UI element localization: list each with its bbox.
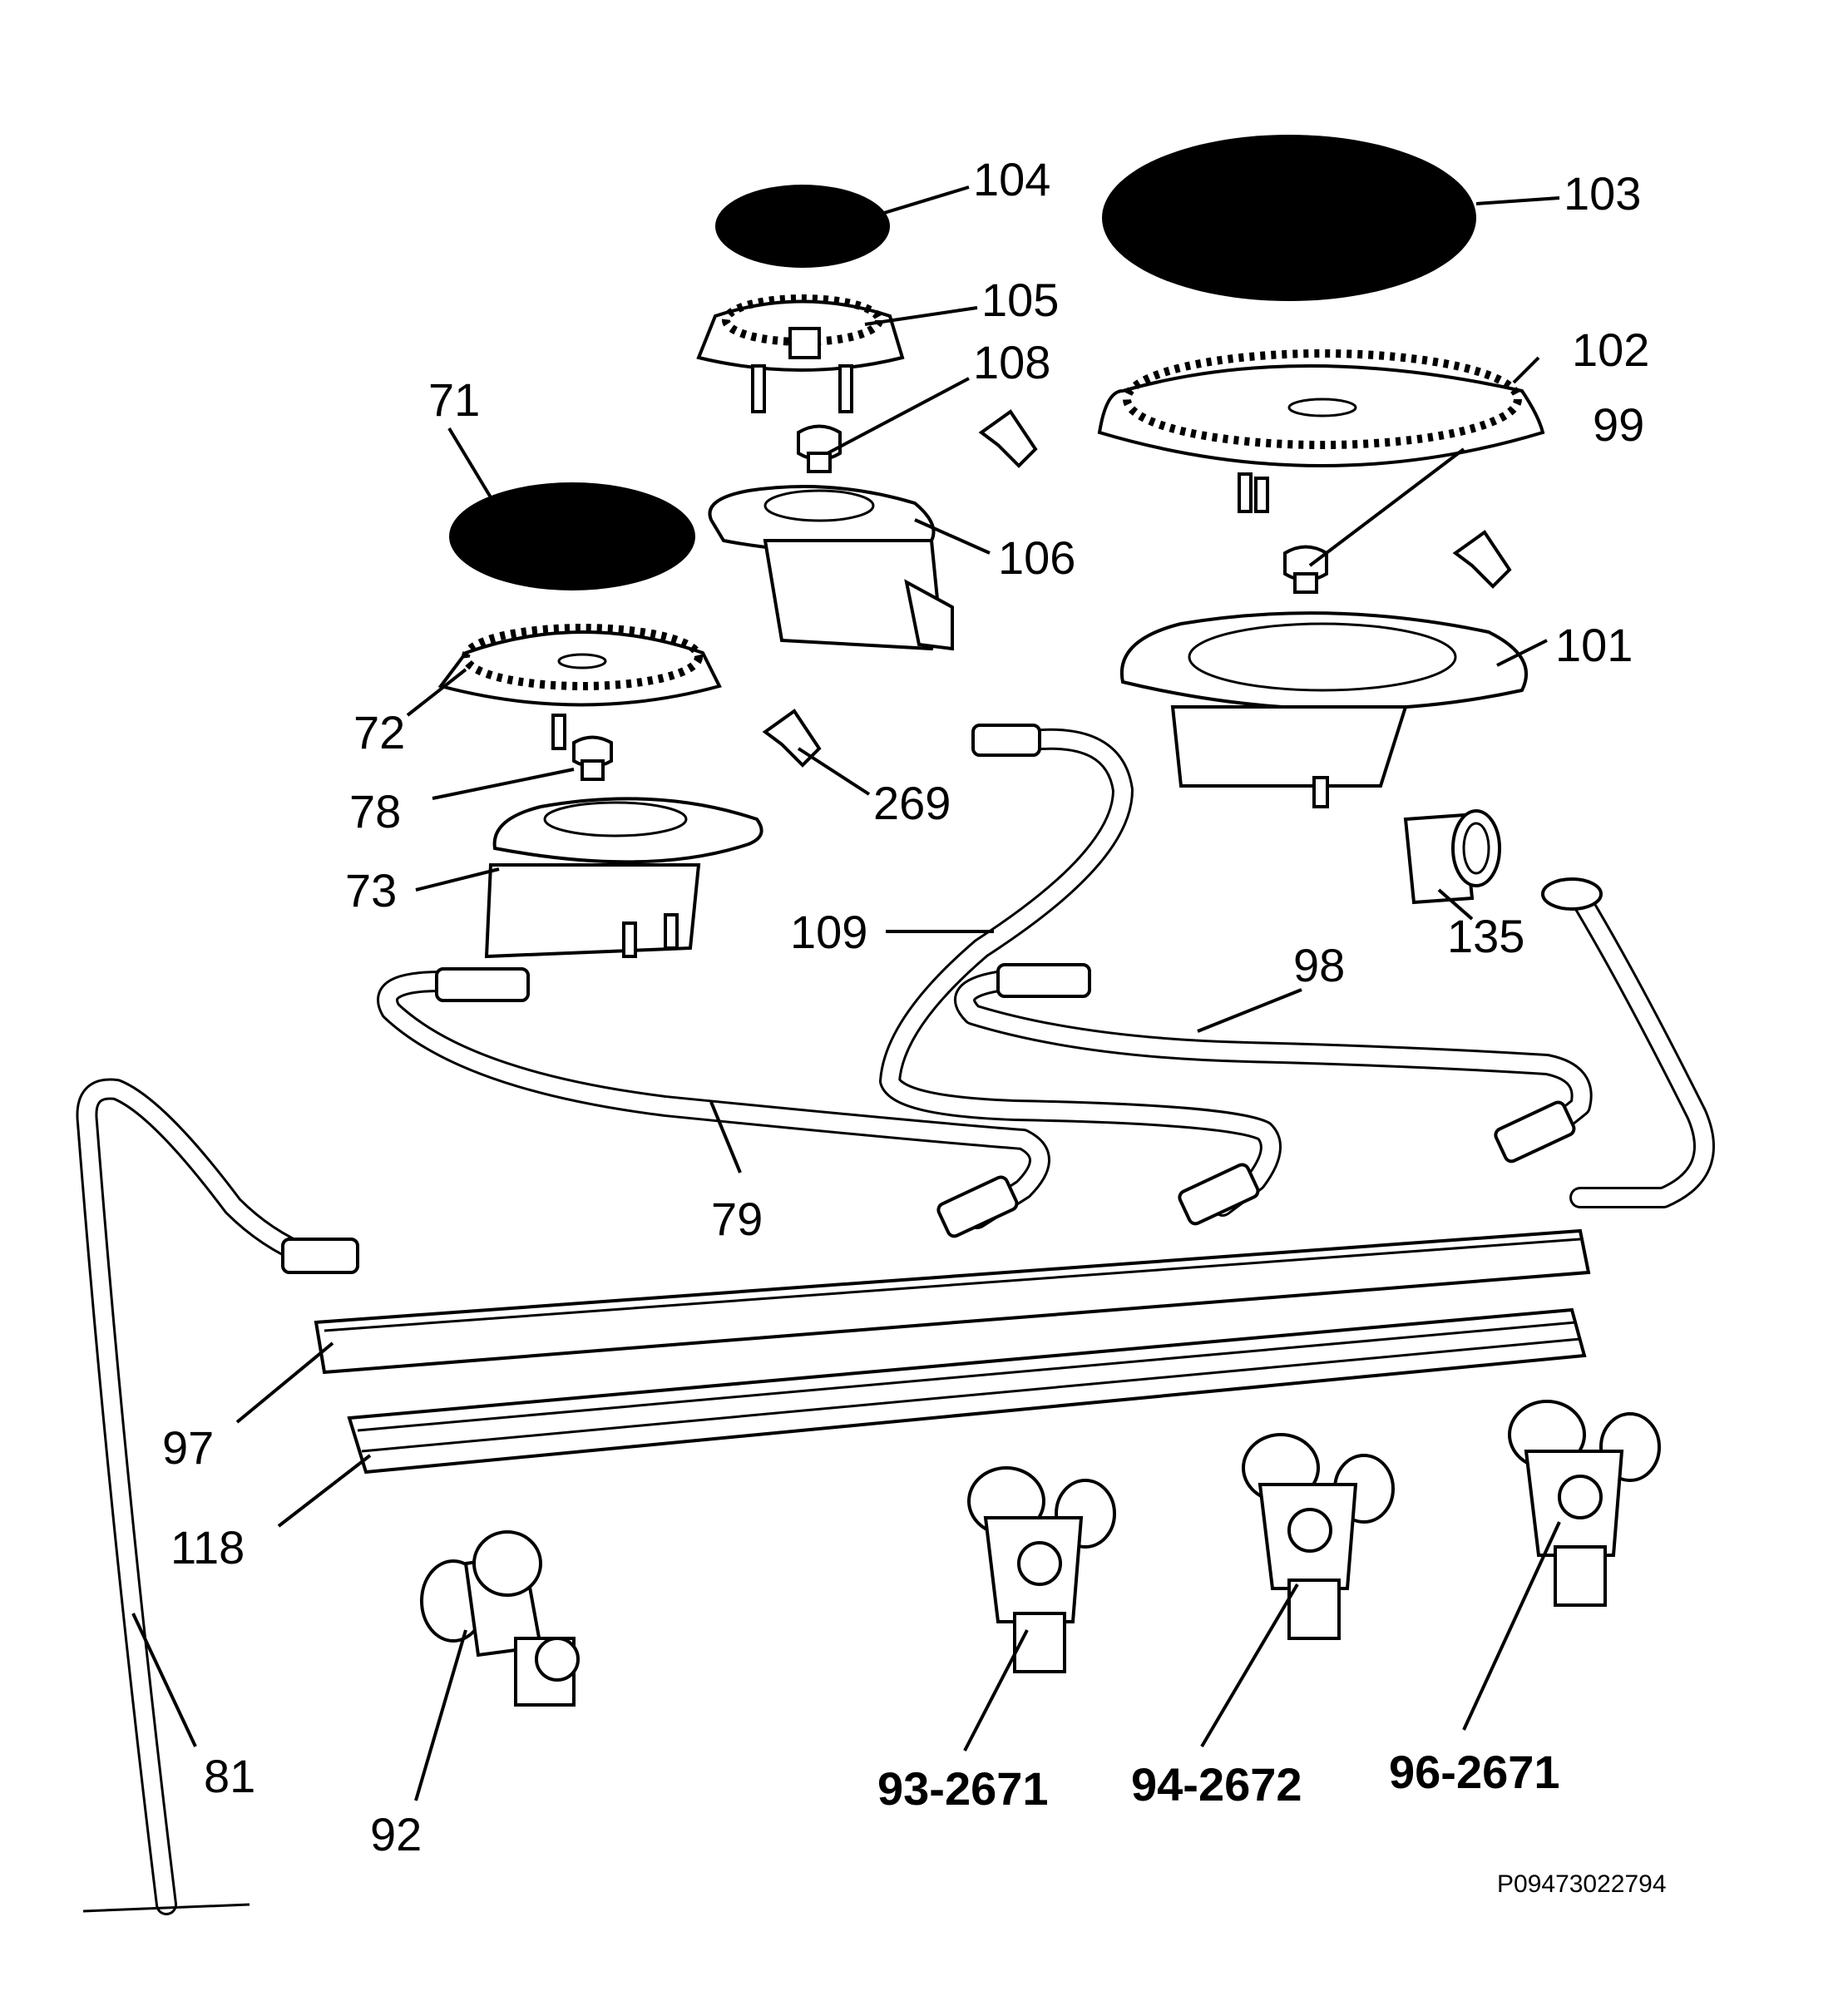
label-94-2672: 94-2672 <box>1131 1758 1302 1811</box>
label-109: 109 <box>790 906 867 958</box>
label-104: 104 <box>973 153 1050 205</box>
label-103: 103 <box>1564 167 1641 220</box>
supply-pipe-135 <box>1541 877 1715 1208</box>
label-105: 105 <box>981 274 1059 326</box>
burner-body-101 <box>1119 611 1528 808</box>
label-78: 78 <box>349 785 401 837</box>
label-79: 79 <box>711 1193 763 1245</box>
burner-body-106 <box>708 485 954 651</box>
leader-lines <box>131 185 1561 1801</box>
gas-pipe-98 <box>954 963 1593 1150</box>
burner-body-73 <box>484 797 763 959</box>
label-96-2671: 96-2671 <box>1389 1746 1560 1798</box>
fitting-98 <box>1494 1100 1576 1164</box>
label-98: 98 <box>1293 939 1345 991</box>
gas-pipe-81 <box>76 1078 359 1915</box>
label-99: 99 <box>1593 398 1644 451</box>
label-93-2671: 93-2671 <box>877 1762 1049 1815</box>
label-108: 108 <box>973 336 1050 388</box>
manifold-rail-97 <box>314 1228 1591 1375</box>
burner-head-72 <box>437 624 722 750</box>
gas-tap-92 <box>420 1530 580 1707</box>
burner-head-102 <box>1097 349 1545 513</box>
gas-tap-93 <box>967 1466 1116 1673</box>
label-92: 92 <box>370 1808 422 1860</box>
label-101: 101 <box>1555 619 1633 671</box>
gas-pipe-109 <box>879 724 1282 1217</box>
label-72: 72 <box>353 706 405 758</box>
burner-cap-104 <box>715 185 890 268</box>
injector-99 <box>1283 545 1328 594</box>
label-81: 81 <box>204 1750 255 1802</box>
label-135: 135 <box>1447 910 1524 962</box>
label-102: 102 <box>1572 324 1649 376</box>
image-code: P09473022794 <box>1497 1870 1667 1898</box>
fitting-79 <box>936 1175 1019 1238</box>
fitting-109 <box>1178 1163 1260 1226</box>
elbow-fitting-135 <box>1403 809 1501 905</box>
label-118: 118 <box>170 1521 245 1574</box>
support-rail-118 <box>347 1307 1587 1475</box>
burner-head-105 <box>696 294 905 413</box>
label-97: 97 <box>162 1421 214 1474</box>
label-106: 106 <box>998 531 1075 584</box>
electrode-clip-right <box>1452 530 1512 589</box>
gas-tap-96 <box>1508 1400 1661 1607</box>
base-line <box>82 1903 250 1913</box>
burner-cap-71 <box>449 482 695 590</box>
gas-pipe-79 <box>377 967 1050 1229</box>
label-269: 269 <box>873 777 951 829</box>
injector-78 <box>572 735 613 781</box>
label-71: 71 <box>428 373 480 426</box>
burner-cap-103 <box>1102 135 1476 301</box>
label-73: 73 <box>345 864 397 916</box>
gas-tap-94 <box>1242 1433 1395 1640</box>
electrode-clip-upper <box>978 409 1038 468</box>
